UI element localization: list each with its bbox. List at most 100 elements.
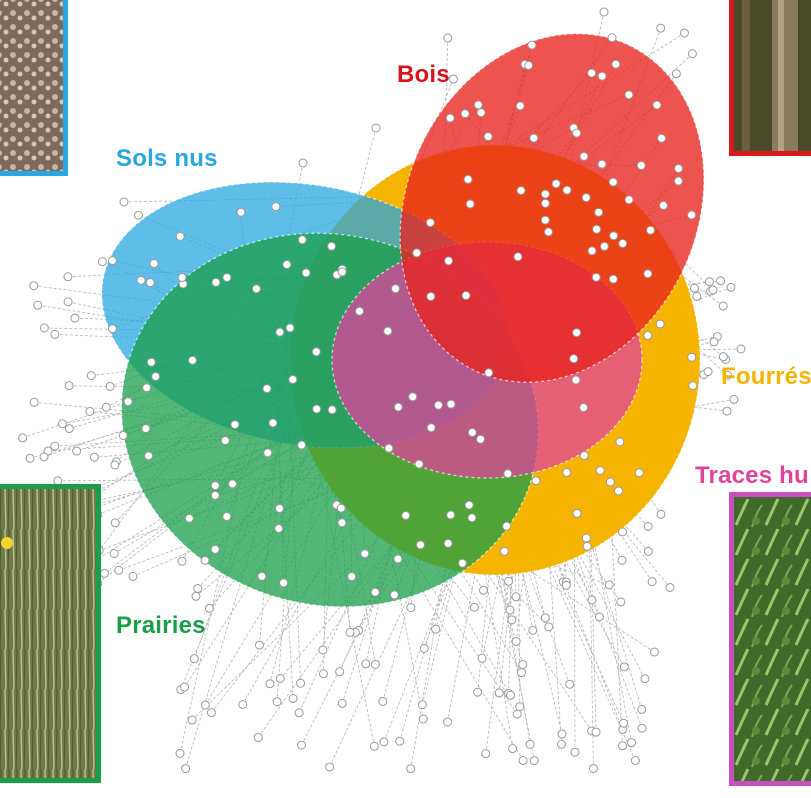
species-node	[177, 556, 187, 566]
species-node	[39, 323, 49, 333]
species-node	[608, 177, 618, 187]
species-node	[181, 764, 191, 774]
species-node	[369, 741, 379, 751]
species-node	[200, 555, 210, 565]
species-node	[709, 337, 719, 347]
species-node	[561, 580, 571, 590]
species-link	[410, 337, 486, 769]
species-node	[671, 69, 681, 79]
species-node	[296, 678, 306, 688]
species-node	[688, 381, 698, 391]
species-node	[271, 202, 281, 212]
species-node	[443, 717, 453, 727]
species-node	[433, 400, 443, 410]
species-node	[393, 402, 403, 412]
species-node	[499, 546, 509, 556]
species-node	[637, 704, 647, 714]
species-node	[481, 749, 491, 759]
photo-prairies	[0, 484, 101, 783]
species-node	[615, 437, 625, 447]
species-node	[617, 555, 627, 565]
species-node	[687, 49, 697, 59]
species-node	[210, 481, 220, 491]
species-node	[70, 313, 80, 323]
species-node	[33, 300, 43, 310]
species-node	[703, 367, 713, 377]
species-node	[378, 696, 388, 706]
species-node	[187, 715, 197, 725]
species-node	[301, 268, 311, 278]
species-node	[275, 674, 285, 684]
species-node	[210, 544, 220, 554]
species-node	[446, 399, 456, 409]
species-node	[119, 197, 129, 207]
species-node	[265, 679, 275, 689]
habitat-ellipse-bois	[399, 33, 705, 383]
species-link	[299, 290, 592, 732]
species-node	[551, 179, 561, 189]
species-node	[254, 640, 264, 650]
species-node	[562, 467, 572, 477]
species-node	[355, 306, 365, 316]
species-node	[282, 260, 292, 270]
species-node	[128, 571, 138, 581]
species-node	[288, 375, 298, 385]
species-node	[414, 459, 424, 469]
species-node	[505, 690, 515, 700]
species-node	[175, 231, 185, 241]
species-node	[643, 521, 653, 531]
species-node	[253, 733, 263, 743]
species-node	[479, 585, 489, 595]
species-node	[562, 185, 572, 195]
species-node	[408, 392, 418, 402]
species-node	[457, 558, 467, 568]
species-link	[522, 320, 643, 710]
species-node	[708, 285, 718, 295]
species-node	[531, 476, 541, 486]
species-node	[379, 737, 389, 747]
species-node	[395, 736, 405, 746]
species-node	[611, 59, 621, 69]
species-node	[444, 256, 454, 266]
species-node	[476, 108, 486, 118]
species-node	[416, 540, 426, 550]
species-node	[508, 744, 518, 754]
species-node	[220, 436, 230, 446]
species-node	[579, 451, 589, 461]
species-link	[582, 264, 597, 733]
species-node	[529, 133, 539, 143]
species-node	[101, 402, 111, 412]
species-node	[640, 674, 650, 684]
species-node	[647, 577, 657, 587]
species-node	[222, 512, 232, 522]
species-node	[572, 328, 582, 338]
photo-traces-hu	[729, 492, 811, 786]
species-node	[268, 418, 278, 428]
species-node	[297, 440, 307, 450]
species-node	[175, 748, 185, 758]
species-node	[594, 207, 604, 217]
species-link	[477, 256, 522, 693]
label-bois: Bois	[397, 61, 450, 88]
species-node	[200, 700, 210, 710]
species-node	[29, 281, 39, 291]
species-node	[619, 662, 629, 672]
species-node	[50, 441, 60, 451]
species-node	[511, 592, 521, 602]
species-node	[285, 323, 295, 333]
species-node	[512, 709, 522, 719]
species-node	[401, 511, 411, 521]
species-node	[257, 571, 267, 581]
species-node	[114, 565, 124, 575]
species-node	[393, 554, 403, 564]
species-node	[204, 603, 214, 613]
species-node	[389, 590, 399, 600]
species-node	[525, 739, 535, 749]
species-node	[460, 109, 470, 119]
species-node	[540, 198, 550, 208]
species-node	[587, 246, 597, 256]
species-node	[335, 667, 345, 677]
species-node	[517, 668, 527, 678]
species-node	[64, 424, 74, 434]
